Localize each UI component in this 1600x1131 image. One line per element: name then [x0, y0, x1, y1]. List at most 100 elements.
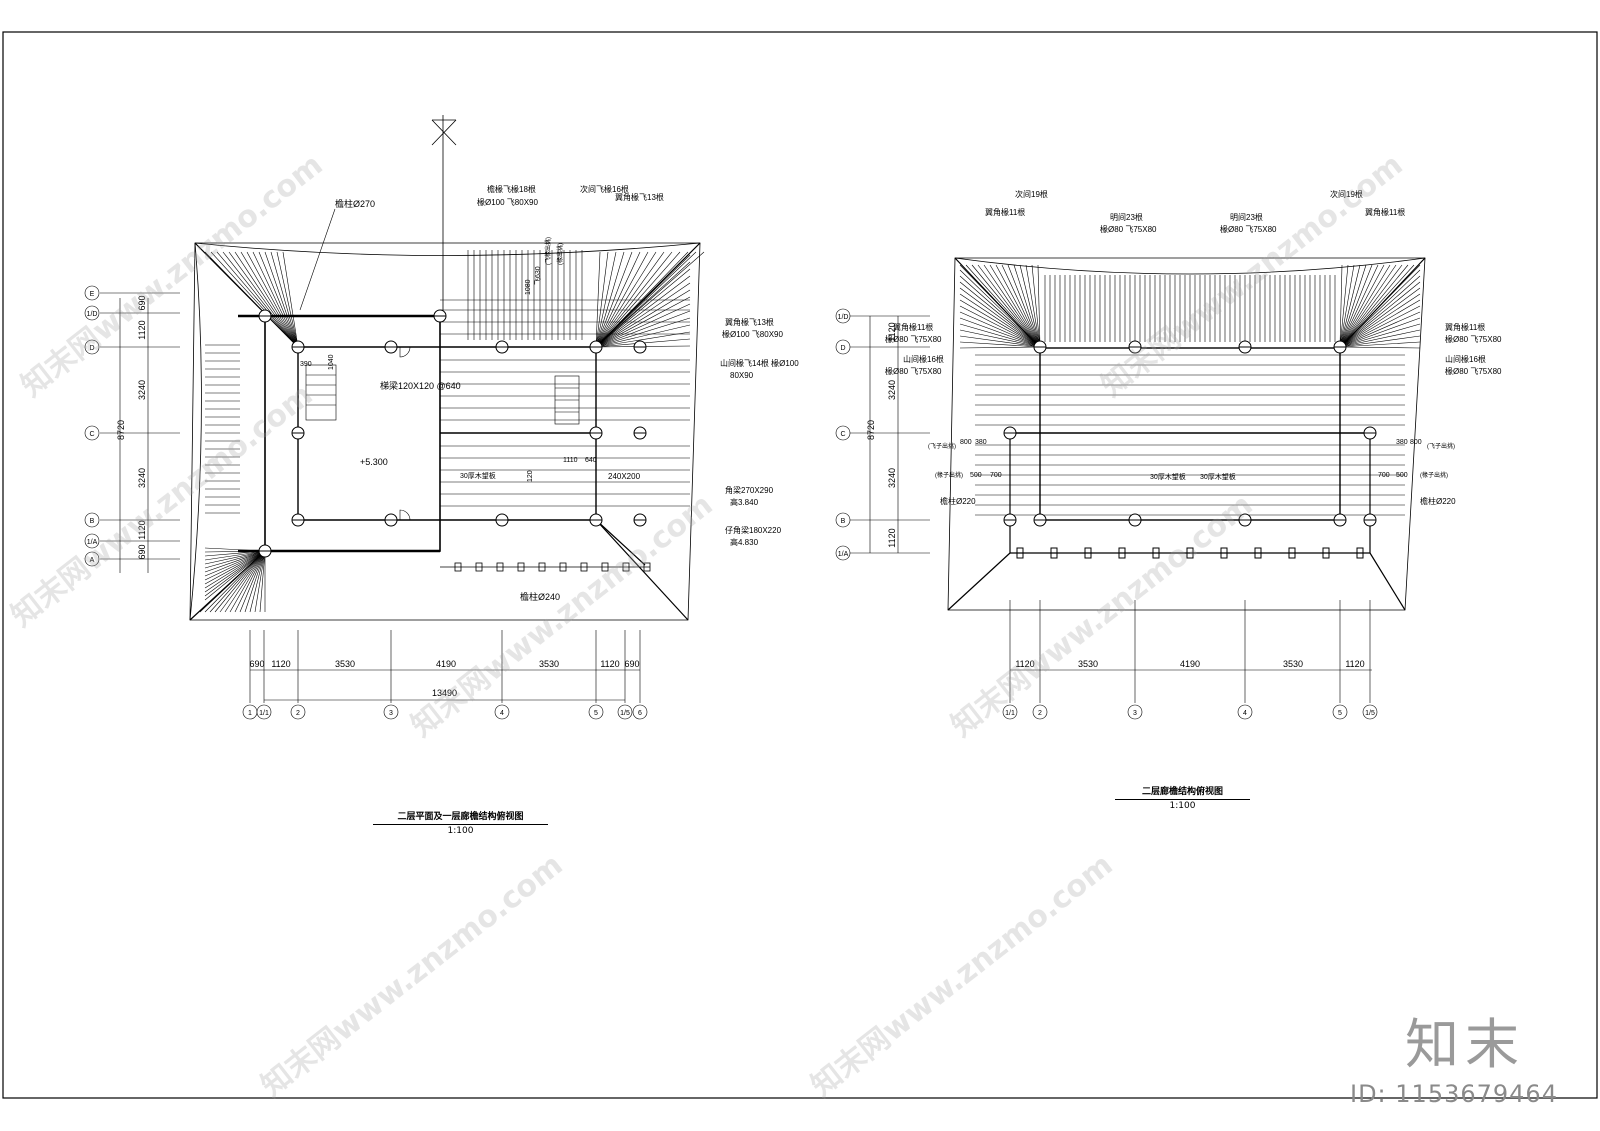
- rlabel-d700-l: 700: [990, 472, 1002, 479]
- grid-label-col: 1/5: [1365, 710, 1375, 717]
- fan-rafter: [228, 251, 299, 348]
- rlabel-t3b: 椽Ø80 飞75X80: [1100, 224, 1157, 234]
- fan-rafter: [229, 550, 266, 613]
- fan-rafter: [959, 329, 1041, 348]
- post: [1356, 547, 1364, 559]
- fan-rafter: [959, 317, 1041, 348]
- post: [1254, 547, 1262, 559]
- rlabel-r1a: 翼角椽11根: [1445, 322, 1485, 332]
- rlabel-r2a: 山间椽16根: [1445, 354, 1486, 364]
- grid-bubble-row: [84, 551, 100, 567]
- grid-label-col: 1/1: [1005, 710, 1015, 717]
- fan-rafter: [204, 550, 266, 601]
- rlabel-r1b: 椽Ø80 飞75X80: [1445, 334, 1502, 344]
- left-stairs: [305, 364, 580, 425]
- fan-rafter: [252, 251, 299, 348]
- grid-bubble-row: [84, 425, 100, 441]
- fan-rafter: [595, 251, 641, 348]
- fan-rafter: [1339, 305, 1421, 348]
- fan-rafter: [959, 323, 1041, 348]
- grid-bubble-row: [835, 425, 851, 441]
- right-plan-caption: 二层廊檐结构俯视图 1:100: [1115, 786, 1250, 812]
- left-bottom-posts: [440, 562, 651, 572]
- fan-rafter: [595, 251, 601, 348]
- fan-rafter: [959, 341, 1041, 348]
- dim-y: 3240: [137, 468, 147, 488]
- fan-rafter: [595, 296, 691, 348]
- fan-rafter: [595, 251, 633, 348]
- grid-label-col: 4: [500, 710, 504, 717]
- fan-rafter: [204, 550, 266, 569]
- fan-rafter: [1339, 341, 1421, 348]
- fan-rafter: [1007, 264, 1041, 348]
- fan-rafter: [1013, 264, 1041, 348]
- fan-rafter: [214, 550, 266, 613]
- fan-rafter: [595, 282, 691, 348]
- rlabel-col-l: 檐柱Ø220: [940, 496, 976, 506]
- grid-bubble-col: [1332, 704, 1348, 720]
- fan-rafter: [1339, 264, 1403, 348]
- post: [1118, 547, 1126, 559]
- rlabel-d380-l: 380: [975, 439, 987, 446]
- rlabel-d500-r: 500: [1396, 472, 1408, 479]
- fan-rafter: [270, 251, 299, 348]
- fan-rafter: [959, 293, 1041, 348]
- rlabel-t3a: 明间23根: [1110, 212, 1143, 222]
- fan-rafter: [1025, 264, 1041, 348]
- fan-rafter: [595, 251, 673, 348]
- label-r6a: 角梁270X290: [725, 485, 774, 495]
- grid-bubble-col: [632, 704, 648, 720]
- rlabel-t6: 翼角椽11根: [1365, 207, 1405, 217]
- fan-rafter: [240, 251, 299, 348]
- grid-label-col: 2: [296, 710, 300, 717]
- fan-rafter: [989, 264, 1041, 348]
- fan-rafter: [971, 264, 1041, 348]
- fan-rafter: [1339, 346, 1421, 349]
- fan-rafter: [254, 550, 266, 613]
- label-elev: +5.300: [360, 457, 388, 467]
- fan-rafter: [965, 264, 1041, 348]
- fan-rafter: [204, 550, 266, 565]
- fan-rafter: [1339, 264, 1415, 348]
- dim-x: 4190: [436, 659, 456, 669]
- fan-rafter: [282, 251, 299, 348]
- fan-rafter: [595, 251, 705, 348]
- grid-bubble-col: [494, 704, 510, 720]
- grid-label-row: C: [840, 431, 845, 438]
- rlabel-t4b: 椽Ø80 飞75X80: [1220, 224, 1277, 234]
- grid-label-row: B: [841, 518, 846, 525]
- dim-x: 3530: [1078, 659, 1098, 669]
- sheet-border: [2, 31, 1598, 1099]
- label-r1a: 檐椽飞椽18根: [487, 184, 536, 194]
- left-total-y: 8720: [116, 420, 126, 440]
- grid-bubble-col: [383, 704, 399, 720]
- label-col-top-left: 檐柱Ø270: [335, 198, 375, 209]
- dim-y: 1120: [887, 528, 897, 547]
- grid-bubble-col: [588, 704, 604, 720]
- label-r5b: 80X90: [730, 371, 754, 380]
- grid-label-col: 3: [1133, 710, 1137, 717]
- fan-rafter: [959, 299, 1041, 348]
- dim-x: 1120: [271, 659, 290, 669]
- left-wall: [264, 315, 441, 552]
- fan-rafter: [1037, 264, 1041, 348]
- rlabel-t1: 翼角椽11根: [985, 207, 1025, 217]
- rlabel-l1b: 椽Ø80 飞75X80: [885, 334, 942, 344]
- rlabel-l1a: 翼角椽11根: [893, 322, 933, 332]
- grid-bubble-row: [84, 305, 100, 321]
- dim-x: 1120: [1015, 659, 1034, 669]
- right-total-y: 8720: [866, 420, 876, 440]
- fan-rafter: [595, 289, 691, 348]
- fan-rafter: [595, 251, 625, 348]
- rlabel-t5: 次间19根: [1330, 189, 1363, 199]
- grid-bubble-col: [1127, 704, 1143, 720]
- post: [1084, 547, 1092, 559]
- post: [1152, 547, 1160, 559]
- fan-rafter: [1339, 264, 1373, 348]
- rlabel-t2: 次间19根: [1015, 189, 1048, 199]
- fan-rafter: [983, 264, 1041, 348]
- dim-y: 1120: [137, 520, 147, 539]
- grid-label-row: C: [89, 431, 94, 438]
- right-corner-fans: [959, 264, 1421, 349]
- grid-label-col: 1: [248, 710, 252, 717]
